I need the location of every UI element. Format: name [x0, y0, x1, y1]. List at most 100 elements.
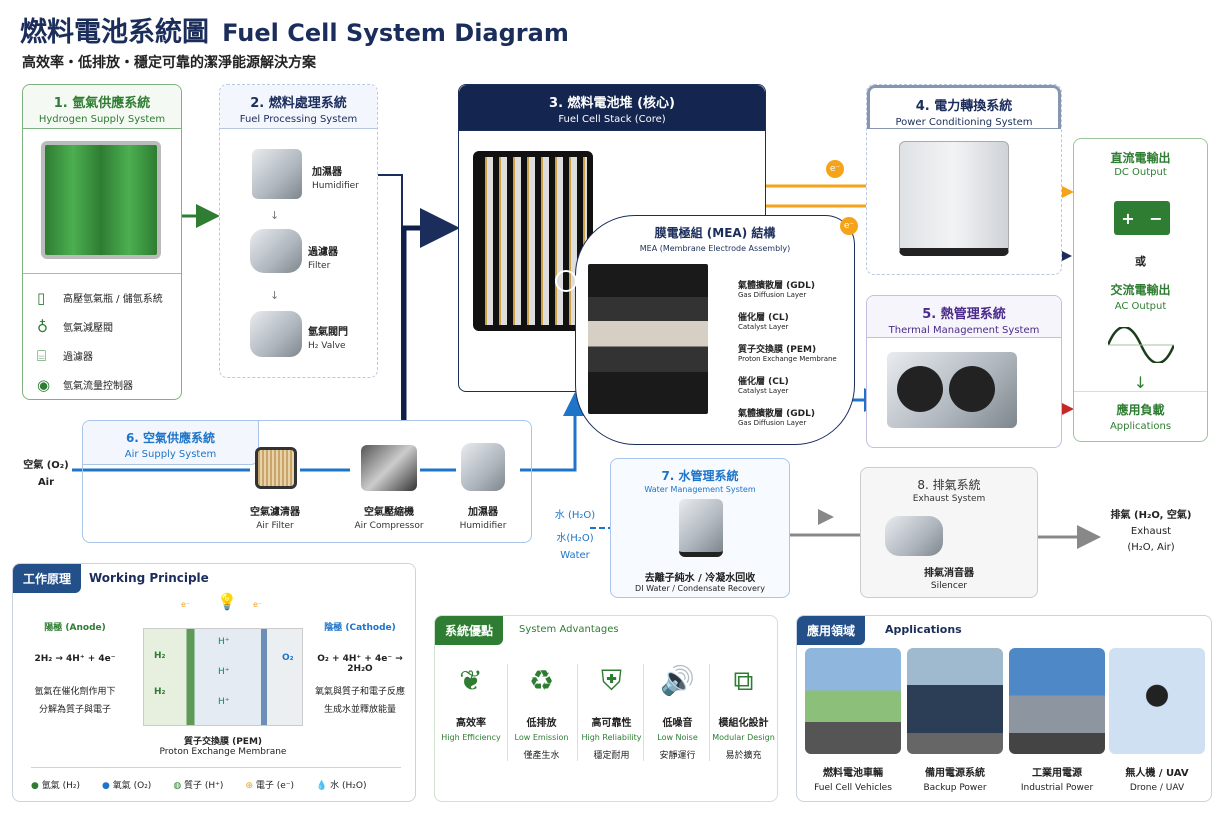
proton-dot-icon: ◍	[173, 781, 182, 791]
electron-icon: e⁻	[826, 160, 844, 178]
applications-title: Applications	[885, 623, 962, 636]
legend-label: 水 (H₂O)	[330, 781, 367, 791]
exhaust-subtitle: Exhaust System	[912, 494, 986, 504]
lightbulb-icon: 💡	[217, 592, 237, 611]
application-en: Backup Power	[923, 783, 987, 793]
advantages-tag: 系統優點	[435, 616, 504, 645]
air-compressor-label: 空氣壓縮機	[364, 507, 414, 518]
air-flow-arrow	[72, 398, 575, 472]
air-humidifier-label: 加濕器	[468, 507, 498, 518]
advantage-sub: 易於擴充	[725, 751, 762, 761]
water-title: 7. 水管理系統	[661, 469, 739, 483]
air-title: 6. 空氣供應系統	[125, 431, 216, 445]
anode-desc: 分解為質子與電子	[38, 705, 111, 715]
mea-layer-label-en: Catalyst Layer	[738, 387, 789, 395]
air-input-en: Air	[37, 477, 55, 488]
filter-label-en: Filter	[308, 261, 331, 271]
cathode-label: 陰極 (Cathode)	[324, 623, 396, 633]
h2-valve-label-en: H₂ Valve	[308, 341, 346, 351]
o2-molecule-label: O₂	[282, 653, 294, 663]
air-filter-label-en: Air Filter	[256, 521, 294, 531]
electron-icon: e⁻	[840, 217, 858, 235]
page-title: 燃料電池系統圖 Fuel Cell System Diagram	[20, 10, 569, 49]
filter-image	[250, 229, 302, 273]
hydrogen-item: 高壓氫氣瓶 / 儲氫系統	[63, 294, 163, 305]
mea-layer-label: 氣體擴散層 (GDL)	[738, 281, 815, 291]
air-humidifier-label-en: Humidifier	[459, 521, 507, 531]
industrial-power-image	[1009, 648, 1105, 754]
mea-subtitle: MEA (Membrane Electrode Assembly)	[639, 244, 791, 253]
hydrogen-cylinders-image	[41, 141, 161, 259]
mea-detail-panel: 膜電極組 (MEA) 結構 MEA (Membrane Electrode As…	[575, 215, 855, 445]
pem-cell-diagram: H₂ H₂ H⁺ H⁺ H⁺ O₂	[143, 628, 303, 726]
title-en: Fuel Cell System Diagram	[222, 19, 569, 47]
anode-desc: 氫氣在催化劑作用下	[34, 687, 116, 697]
applications-load-subtitle: Applications	[1109, 421, 1172, 432]
mea-layer-label: 質子交換膜 (PEM)	[738, 345, 817, 355]
principle-tag: 工作原理	[13, 564, 82, 593]
application-en: Drone / UAV	[1129, 783, 1185, 793]
shield-icon: ⛨	[600, 664, 622, 697]
advantages-title: System Advantages	[519, 624, 619, 635]
legend-label: 電子 (e⁻)	[255, 781, 295, 791]
cubes-icon: ⧉	[733, 664, 754, 697]
mea-layer-label: 氣體擴散層 (GDL)	[738, 409, 815, 419]
legend-item: ● 氫氣 (H₂)	[31, 778, 80, 791]
air-input-zh: 空氣 (O₂)	[23, 460, 69, 471]
water-drop-icon: 💧	[316, 781, 328, 791]
working-principle-panel: 工作原理 Working Principle 陽極 (Anode) 2H₂ → …	[12, 563, 416, 802]
filter-label: 過濾器	[308, 247, 338, 258]
pem-label-en: Proton Exchange Membrane	[159, 747, 287, 757]
mea-layer-label-en: Proton Exchange Membrane	[738, 355, 837, 363]
filter-icon: ⌸	[37, 346, 47, 365]
exhaust-title: 8. 排氣系統	[917, 478, 981, 492]
application-item: 無人機 / UAV Drone / UAV	[1109, 648, 1205, 793]
advantage-sub: 僅產生水	[523, 751, 560, 761]
drone-image	[1109, 648, 1205, 754]
air-filter-image	[255, 447, 297, 489]
application-zh: 備用電源系統	[925, 768, 985, 779]
mea-layer-label-en: Gas Diffusion Layer	[738, 291, 807, 299]
stack-feed-arrow	[401, 208, 460, 420]
mea-layers-image	[588, 264, 708, 414]
advantage-en: Low Emission	[514, 733, 569, 742]
application-zh: 無人機 / UAV	[1125, 768, 1189, 779]
title-zh: 燃料電池系統圖	[20, 17, 209, 48]
application-zh: 燃料電池車輛	[823, 768, 883, 779]
air-filter-label: 空氣濾清器	[250, 507, 300, 518]
stack-title: 3. 燃料電池堆 (核心)	[549, 96, 675, 111]
leaf-icon: ❦	[459, 664, 483, 697]
legend-item: ◍ 質子 (H⁺)	[173, 778, 223, 791]
hydrogen-title: 1. 氫氣供應系統	[53, 96, 151, 111]
advantage-zh: 低排放	[526, 718, 557, 729]
air-subtitle: Air Supply System	[124, 449, 217, 460]
legend-item: ● 氧氣 (O₂)	[102, 778, 151, 791]
hydrogen-item: 過濾器	[63, 352, 93, 363]
electron-dot-icon: ⊕	[245, 781, 253, 791]
application-en: Fuel Cell Vehicles	[814, 783, 892, 793]
water-management-panel: 7. 水管理系統 Water Management System 去離子純水 /…	[610, 458, 790, 598]
radiator-image	[887, 352, 1017, 428]
electron-label: e⁻	[253, 600, 263, 609]
principle-title: Working Principle	[89, 571, 209, 585]
h2-valve-image	[250, 311, 302, 357]
applications-load-title: 應用負載	[1116, 403, 1165, 417]
advantage-en: Modular Design	[712, 733, 775, 742]
legend-item: ⊕ 電子 (e⁻)	[245, 778, 294, 791]
air-supply-panel: 6. 空氣供應系統 Air Supply System 空氣濾清器 Air Filt…	[82, 420, 532, 543]
cathode-equation: O₂ + 4H⁺ + 4e⁻ → 2H₂O	[317, 654, 403, 674]
application-item: 備用電源系統 Backup Power	[907, 648, 1003, 793]
application-zh: 工業用電源	[1032, 768, 1082, 779]
fuel-title: 2. 燃料處理系統	[250, 96, 347, 111]
advantage-sub: 安靜運行	[659, 751, 696, 761]
exhaust-output-label: 排氣 (H₂O, 空氣)Exhaust(H₂O, Air)	[1096, 506, 1206, 553]
water-input-label: 水 (H₂O)水(H₂O)Water	[548, 506, 602, 561]
